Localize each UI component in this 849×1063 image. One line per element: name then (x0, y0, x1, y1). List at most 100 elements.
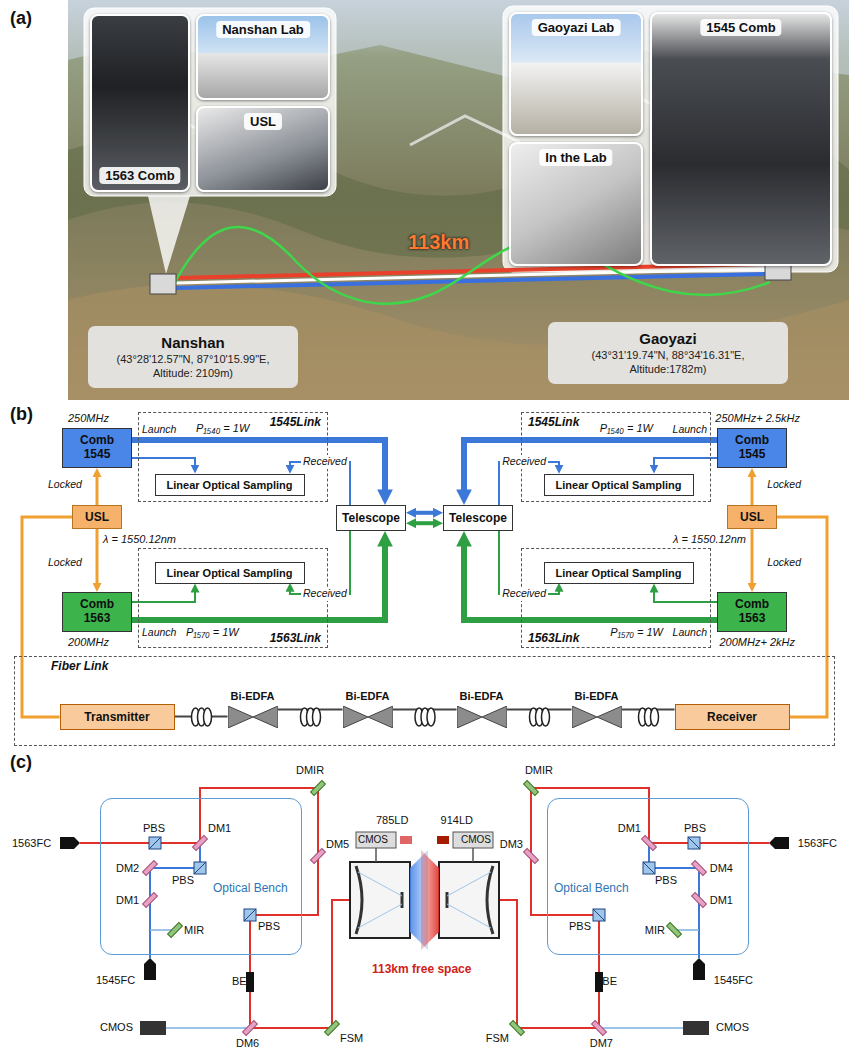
rate-label: 200MHz+ 2kHz (719, 636, 795, 649)
connector (132, 589, 195, 602)
node-title: 1545 Comb (700, 19, 781, 36)
amplifier-half (482, 706, 507, 728)
connector-label: Received (301, 455, 349, 469)
panel-letter: (b) (10, 404, 33, 426)
node-title: Optical Bench (213, 881, 288, 895)
sampling-box: Linear Optical Sampling (155, 562, 305, 584)
connector-label: Launch (671, 626, 709, 640)
connector (464, 440, 717, 496)
amplifier: Bi-EDFA (228, 690, 278, 730)
part-name: FSM (486, 1032, 509, 1045)
part-name: 1563FC (12, 837, 51, 850)
connector-label: Locked (46, 478, 84, 492)
part-name: 1545FC (96, 974, 135, 987)
node-title: 1563Link (528, 631, 579, 645)
connector (96, 529, 99, 587)
beam-cone (421, 850, 439, 950)
node-title: Bi-EDFA (575, 690, 619, 702)
node-title: In the Lab (539, 149, 612, 166)
node-title: Bi-EDFA (460, 690, 504, 702)
laser-box: USL (72, 505, 122, 529)
power-label: P₁₅₄₀ = 1W (196, 422, 249, 435)
connector (751, 473, 754, 505)
node-title: Gaoyazi Lab (532, 19, 621, 36)
node-title: Bi-EDFA (231, 690, 275, 702)
node-title: Linear Optical Sampling (167, 567, 293, 579)
node-title: Optical Bench (554, 881, 629, 895)
telescope-box: Telescope (443, 505, 513, 531)
fiber-collimator (60, 837, 80, 849)
node-title: Nanshan Lab (216, 21, 310, 38)
amplifier-half (228, 706, 253, 728)
photo-callout (84, 6, 838, 274)
node-title: Nanshan (161, 334, 224, 351)
optical-layout (439, 781, 789, 1036)
node-title: 1545Link (528, 415, 579, 429)
connector-label: Locked (765, 556, 803, 570)
part-name: PBS (143, 822, 165, 835)
amplifier-half (572, 706, 597, 728)
laser-diode (437, 836, 449, 844)
part-name: DM6 (236, 1037, 259, 1050)
part-name: PBS (684, 822, 706, 835)
terminal-box: Receiver (675, 704, 790, 730)
node-title: 1563Link (270, 631, 321, 645)
connector (96, 473, 99, 505)
fiber-collimator (144, 958, 156, 980)
node-title: Comb 1545 (75, 434, 119, 462)
node-title: USL (244, 113, 282, 130)
power-label: P₁₅₇₀ = 1W (610, 626, 663, 639)
node-title: USL (85, 510, 109, 524)
connector (751, 529, 754, 587)
connector (654, 458, 717, 468)
link-group: Fiber LinkTransmitter Bi-EDFA Bi-EDFA Bi-ED… (14, 656, 835, 746)
part-name: DM1 (116, 894, 139, 907)
connector (654, 589, 717, 602)
comb-box: Comb 1545 (62, 428, 132, 468)
connector (412, 521, 437, 525)
part-name: 1545FC (714, 974, 753, 987)
terrain-map (68, 0, 849, 400)
part-name: FSM (340, 1032, 363, 1045)
comb-box: Comb 1563 (62, 592, 132, 632)
comb-box: Comb 1545 (717, 428, 787, 468)
panel-letter: (a) (10, 8, 32, 30)
part-name: PBS (569, 920, 591, 933)
node-title: Transmitter (84, 710, 149, 724)
sampling-box: Linear Optical Sampling (544, 474, 694, 496)
distance-label: 113km (408, 230, 469, 254)
node-title: Linear Optical Sampling (556, 479, 682, 491)
connector (132, 440, 385, 496)
part-name: 914LD (441, 814, 473, 827)
connector (464, 540, 717, 620)
free-space-link (176, 264, 765, 288)
connector-label: Locked (46, 556, 84, 570)
node-title: USL (740, 510, 764, 524)
laser-diode (400, 836, 412, 844)
node-title: Fiber Link (51, 659, 108, 673)
node-detail: (43°28'12.57"N, 87°10'15.99"E, Altitude:… (96, 353, 290, 381)
amplifier-half (597, 706, 622, 728)
part-name: DM1 (618, 822, 641, 835)
connector-label: Launch (140, 423, 178, 437)
part-name: CMOS (358, 834, 388, 846)
connector-label: Locked (765, 478, 803, 492)
laser-box: USL (727, 505, 777, 529)
node-title: Telescope (449, 511, 507, 525)
power-label: P₁₅₇₀ = 1W (186, 626, 239, 639)
wavelength-label: λ = 1550.12nm (673, 533, 746, 546)
power-label: P₁₅₄₀ = 1W (600, 422, 653, 435)
photo-inset: Gaoyazi Lab (509, 12, 643, 136)
amplifier-half (253, 706, 278, 728)
connector (132, 458, 195, 468)
node-title: Bi-EDFA (346, 690, 390, 702)
part-name: MIR (645, 924, 665, 937)
connector-label: Received (500, 587, 548, 601)
connector-label: Launch (671, 423, 709, 437)
comb-box: Comb 1563 (717, 592, 787, 632)
part-name: DM2 (116, 862, 139, 875)
amplifier: Bi-EDFA (343, 690, 393, 730)
part-name: DMIR (296, 764, 324, 777)
part-name: DM1 (208, 822, 231, 835)
panel-letter: (c) (10, 752, 32, 774)
